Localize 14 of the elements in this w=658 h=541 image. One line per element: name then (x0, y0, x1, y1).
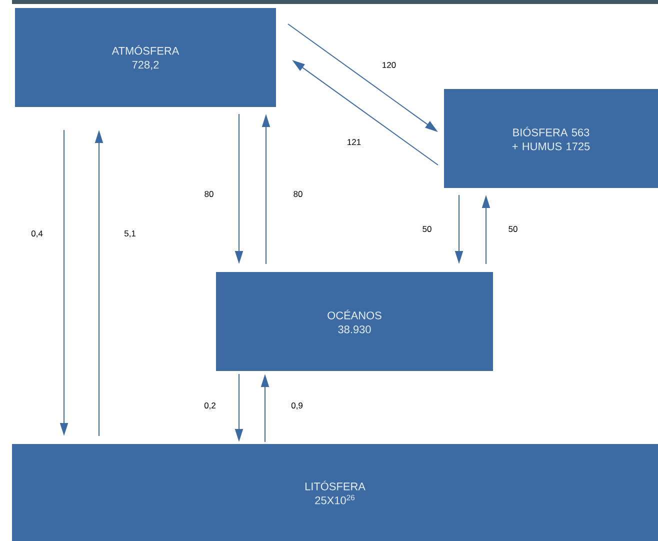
store-box: ATMÓSFERA 728,2 (15, 8, 276, 107)
edge-label: 0,4 (30, 230, 44, 238)
edge-label: 0,9 (290, 402, 304, 410)
edge-label: 5,1 (123, 230, 137, 238)
edge-label: 0,2 (203, 402, 217, 410)
store-box: BIÓSFERA 563 + HUMUS 1725 (444, 88, 658, 188)
edge-label: 50 (421, 225, 433, 233)
store-box: OCÉANOS 38.930 (216, 272, 493, 371)
edge-label: 121 (346, 138, 362, 146)
edge-label: 50 (507, 225, 519, 233)
edge-label: 80 (203, 190, 215, 198)
edge-label: 120 (380, 61, 398, 69)
edge-label: 80 (292, 190, 304, 198)
store-box: LITÓSFERA 25X10$^{26}$ (12, 444, 658, 541)
